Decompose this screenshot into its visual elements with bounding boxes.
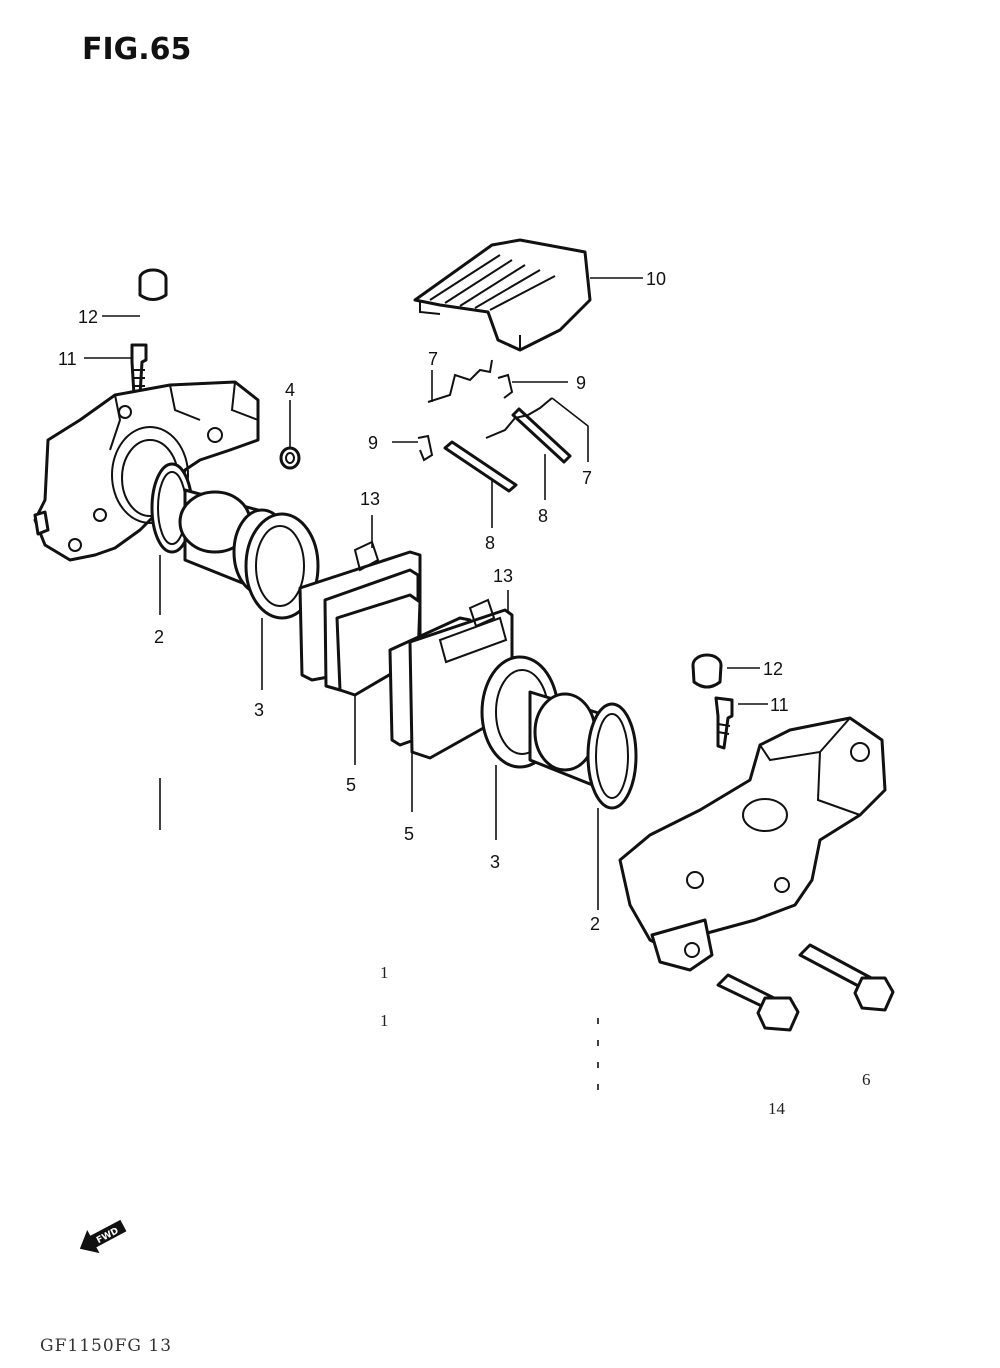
caliper-body-right xyxy=(618,716,887,972)
bleeder-valve-right xyxy=(714,696,734,750)
callout-12-left: 12 xyxy=(78,307,98,327)
callout-6: 6 xyxy=(862,1070,871,1089)
callout-3-right: 3 xyxy=(490,852,500,872)
mounting-bolt-14 xyxy=(716,973,800,1032)
callout-13-left: 13 xyxy=(360,489,380,509)
callout-1-upper: 1 xyxy=(380,963,389,982)
clip-9-left xyxy=(417,434,434,462)
callout-2-left: 2 xyxy=(154,627,164,647)
callout-1-lower: 1 xyxy=(380,1011,389,1030)
pad-spring-cover xyxy=(413,238,592,352)
drawing-code: GF1150FG 13 xyxy=(40,1336,173,1356)
callout-4: 4 xyxy=(285,380,295,400)
piston-seal-right xyxy=(586,702,638,810)
bleeder-cap-left xyxy=(138,268,168,301)
callout-8-left: 8 xyxy=(485,533,495,553)
pad-pin-2 xyxy=(511,407,572,464)
clip-9-right xyxy=(497,373,514,399)
callout-8-right: 8 xyxy=(538,506,548,526)
leader-lines xyxy=(84,277,768,1098)
callout-7-upper: 7 xyxy=(428,349,438,369)
callout-9-left: 9 xyxy=(368,433,378,453)
callout-10: 10 xyxy=(646,269,666,289)
callout-5-left: 5 xyxy=(346,775,356,795)
callout-9-right: 9 xyxy=(576,373,586,393)
fwd-arrow-icon: FWD xyxy=(79,1219,127,1254)
bleeder-cap-right xyxy=(691,653,723,689)
callout-2-right: 2 xyxy=(590,914,600,934)
bleeder-valve-left xyxy=(130,343,148,397)
callout-12-right: 12 xyxy=(763,659,783,679)
pad-pin-1 xyxy=(443,440,518,493)
callout-7-lower: 7 xyxy=(582,468,592,488)
spring-7-upper xyxy=(427,359,493,403)
spring-7-lower xyxy=(485,397,553,439)
figure-title: FIG.65 xyxy=(82,32,192,67)
callout-13-right: 13 xyxy=(493,566,513,586)
callout-3-left: 3 xyxy=(254,700,264,720)
callout-5-right: 5 xyxy=(404,824,414,844)
callout-11-right: 11 xyxy=(770,695,789,715)
mounting-bolt-6 xyxy=(798,943,895,1012)
callout-14: 14 xyxy=(768,1099,786,1118)
callout-11-left: 11 xyxy=(58,349,77,369)
washer-nut xyxy=(279,446,301,470)
caliper-body-left xyxy=(33,380,260,562)
